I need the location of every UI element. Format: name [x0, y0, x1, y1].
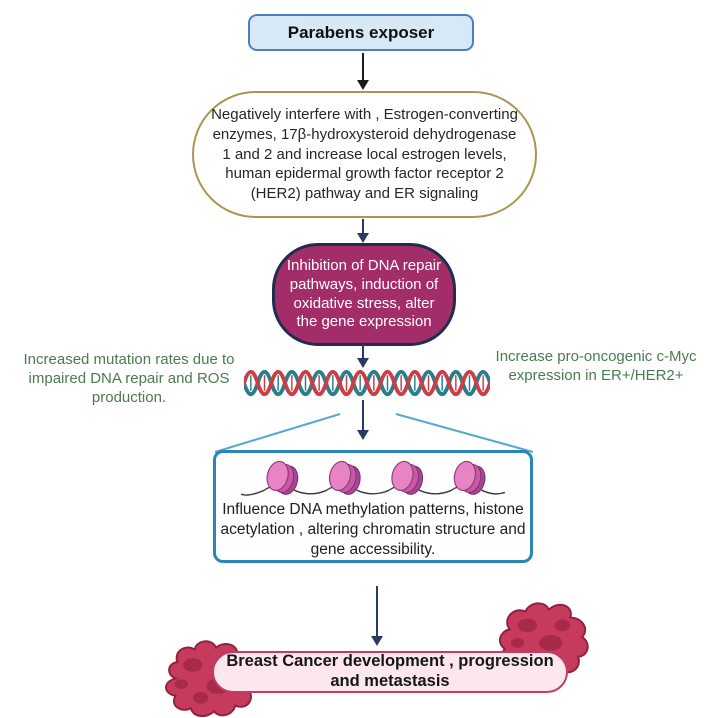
- mutation-note: Increased mutation rates due to impaired…: [23, 351, 235, 407]
- nucleosome-bead: [453, 460, 486, 495]
- arrow-shaft: [361, 400, 365, 430]
- down-arrow-icon: [356, 400, 370, 440]
- down-arrow-icon: [356, 219, 370, 243]
- mechanism-node: Negatively interfere with , Estrogen-con…: [192, 91, 537, 218]
- down-arrow-icon: [356, 344, 370, 368]
- parabens-exposer-label: Parabens exposer: [287, 22, 435, 42]
- arrow-shaft: [361, 344, 365, 358]
- arrow-head: [371, 636, 383, 646]
- arrow-head: [357, 358, 369, 368]
- mechanism-text: Negatively interfere with , Estrogen-con…: [211, 105, 518, 203]
- cmyc-note: Increase pro-oncogenic c-Myc expression …: [495, 348, 697, 385]
- outcome-text: Breast Cancer development , progression …: [226, 652, 554, 690]
- epigenetic-text: Influence DNA methylation patterns, hist…: [220, 500, 526, 558]
- dna-helix-icon: [244, 369, 490, 397]
- zoom-lines: [214, 413, 534, 453]
- epigenetic-node: Influence DNA methylation patterns, hist…: [213, 450, 533, 563]
- down-arrow-icon: [356, 53, 370, 90]
- nucleosome-bead: [328, 460, 361, 495]
- arrow-head: [357, 430, 369, 440]
- dna-damage-node: Inhibition of DNA repair pathways, induc…: [272, 243, 456, 346]
- nucleosome-string-icon: [240, 460, 506, 496]
- parabens-exposer-node: Parabens exposer: [248, 14, 474, 51]
- down-arrow-icon: [370, 586, 384, 646]
- dna-strand-red: [244, 369, 490, 397]
- arrow-shaft: [375, 586, 379, 636]
- arrow-shaft: [361, 219, 365, 233]
- arrow-head: [357, 80, 369, 90]
- outcome-node: Breast Cancer development , progression …: [212, 651, 568, 693]
- nucleosome-bead: [391, 460, 424, 495]
- arrow-head: [357, 233, 369, 243]
- nucleosome-bead: [266, 460, 299, 495]
- arrow-shaft: [361, 53, 365, 80]
- dna-damage-text: Inhibition of DNA repair pathways, induc…: [286, 256, 442, 331]
